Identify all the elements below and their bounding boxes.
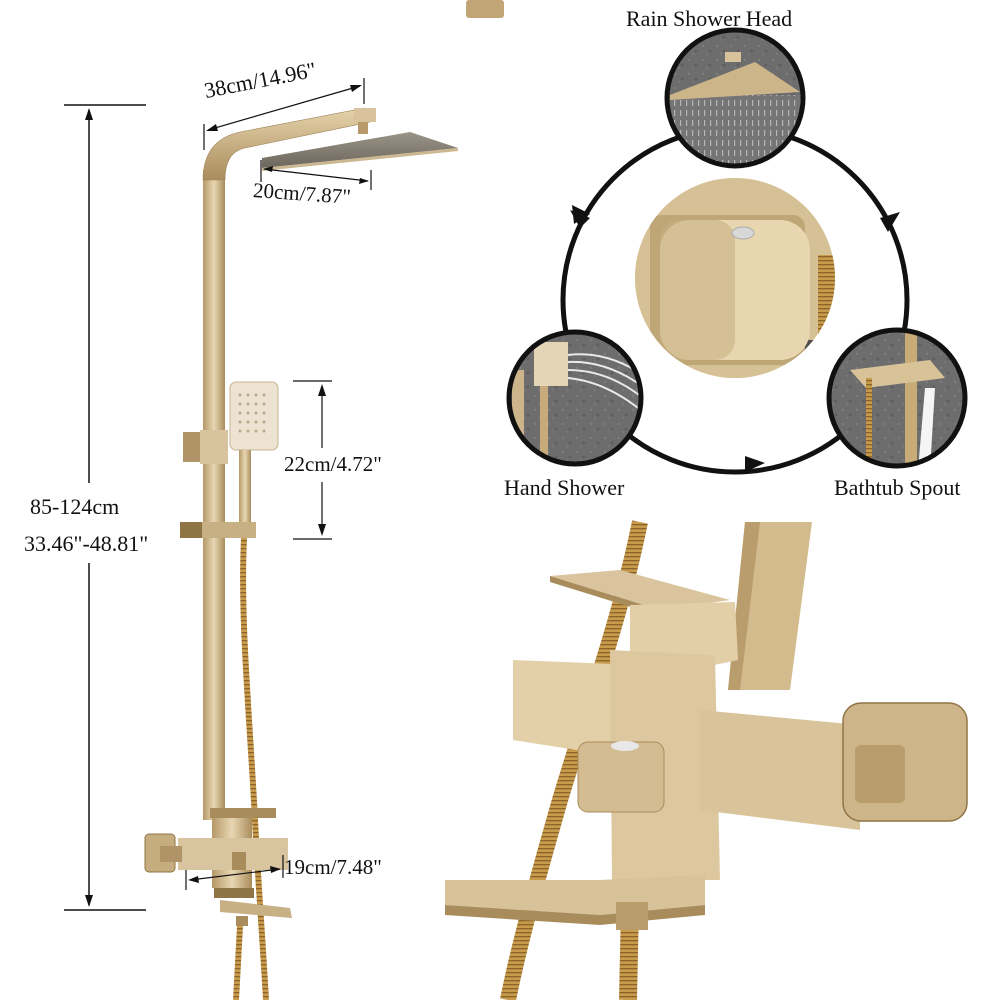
- mixer-closeup-photo: [445, 0, 968, 1000]
- rain-shower-head-caption: Rain Shower Head: [626, 6, 793, 31]
- hand-shower-head: [229, 381, 279, 451]
- rain-shower-head-photo: [664, 27, 806, 169]
- hand-shower-caption: Hand Shower: [504, 475, 625, 500]
- bathtub-spout-caption: Bathtub Spout: [834, 475, 961, 500]
- mixer-valve: [144, 808, 292, 926]
- hand-shower-length-label: 22cm/4.72": [284, 452, 382, 476]
- riser-bar: [203, 170, 225, 820]
- height-in-label: 33.46"-48.81": [24, 531, 149, 556]
- head-dimension-line: [260, 160, 372, 190]
- spout-length-label: 19cm/7.48": [284, 855, 382, 879]
- arrow-bottom-icon: [745, 456, 765, 472]
- rain-shower-head: [262, 132, 458, 168]
- height-dimension-line: [64, 104, 146, 911]
- arrow-right-icon: [880, 212, 900, 232]
- diverter-knob-photo: [635, 178, 835, 378]
- hand-shower-dimension-line: [293, 380, 332, 540]
- bathtub-spout-photo: [826, 327, 968, 469]
- height-cm-label: 85-124cm: [30, 494, 120, 519]
- hand-shower-photo: [506, 329, 644, 467]
- arm-dimension-line: [203, 78, 365, 150]
- hand-shower-holder: [183, 432, 205, 462]
- spout-dimension-line: [185, 855, 284, 890]
